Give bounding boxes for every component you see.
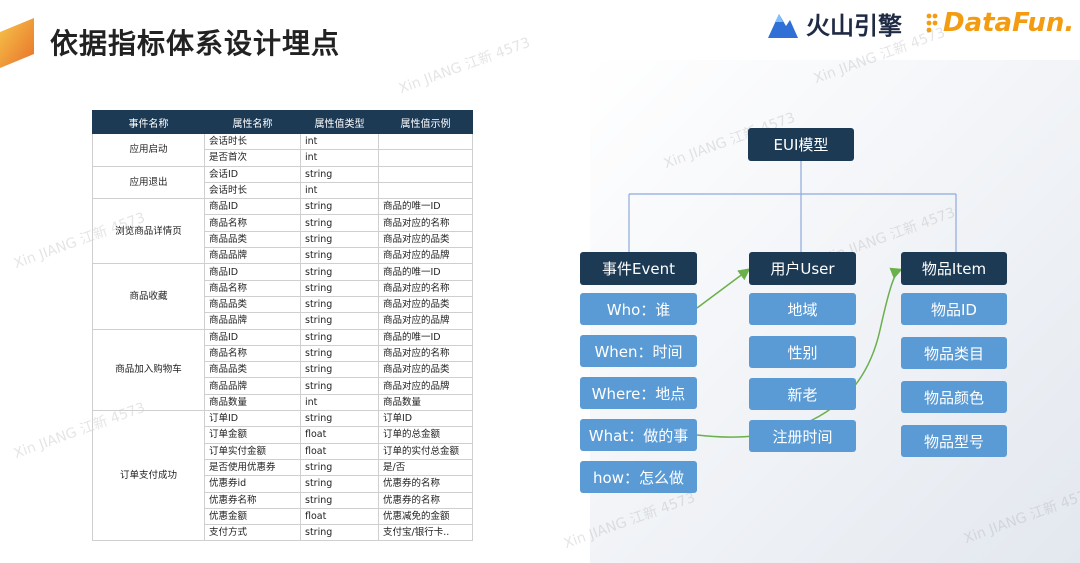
datafun-logo-text: DataFun. (943, 8, 1075, 38)
user-item: 注册时间 (749, 420, 856, 452)
attr-type-cell: string (300, 524, 379, 542)
arrow-who-to-user (696, 268, 751, 309)
event-name-cell: 商品加入购物车 (92, 328, 205, 412)
column-header-user: 用户User (749, 252, 856, 285)
event-item: Where：地点 (580, 377, 697, 409)
event-item: Who：谁 (580, 293, 697, 325)
user-item: 新老 (749, 378, 856, 410)
event-item: how：怎么做 (580, 461, 697, 493)
root-node-eui: EUI模型 (748, 128, 854, 161)
user-item: 地域 (749, 293, 856, 325)
item-item: 物品类目 (901, 337, 1007, 369)
datafun-logo: DataFun. (925, 8, 1074, 38)
column-header-event: 事件Event (580, 252, 697, 285)
event-name-cell: 应用启动 (92, 133, 205, 167)
attr-example-cell: 支付宝/银行卡.. (378, 524, 473, 542)
huoshan-logo: 火山引擎 (766, 6, 902, 40)
event-name-cell: 订单支付成功 (92, 410, 205, 542)
column-header-item: 物品Item (901, 252, 1007, 285)
title-accent-icon (0, 18, 34, 68)
table-header-row: 事件名称 属性名称 属性值类型 属性值示例 (92, 110, 473, 134)
page-title: 依据指标体系设计埋点 (50, 27, 341, 60)
event-item: What：做的事 (580, 419, 697, 451)
attr-name-cell: 支付方式 (204, 524, 301, 542)
event-name-cell: 应用退出 (92, 165, 205, 200)
event-item: When：时间 (580, 335, 697, 367)
event-name-cell: 商品收藏 (92, 263, 205, 330)
item-item: 物品型号 (901, 425, 1007, 457)
user-item: 性别 (749, 336, 856, 368)
header-event-name: 事件名称 (92, 110, 205, 134)
header-attr-name: 属性名称 (204, 110, 301, 134)
volcano-icon (768, 14, 798, 38)
item-item: 物品ID (901, 293, 1007, 325)
item-item: 物品颜色 (901, 381, 1007, 413)
huoshan-logo-text: 火山引擎 (806, 11, 902, 40)
datafun-dots-icon (926, 13, 938, 33)
header-attr-example: 属性值示例 (378, 110, 473, 134)
